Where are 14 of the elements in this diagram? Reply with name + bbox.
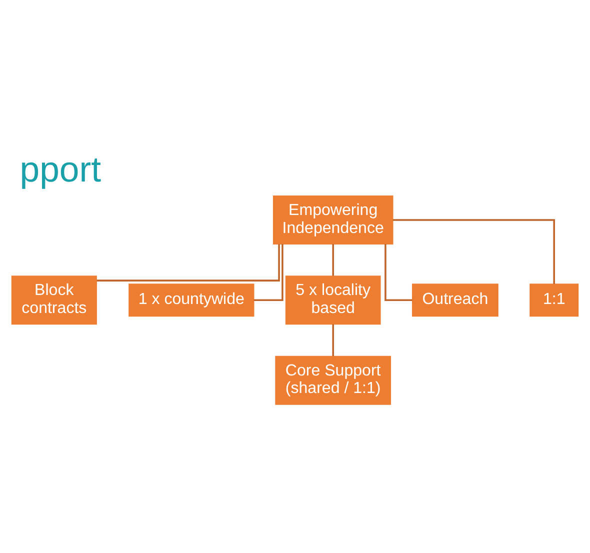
connector — [96, 244, 280, 281]
node-box: Block contracts — [11, 275, 97, 324]
diagram-title: pport — [20, 149, 102, 190]
node-box: 1 x countywide — [128, 283, 254, 316]
connector — [254, 244, 284, 301]
node-box: Empowering Independence — [272, 194, 394, 244]
connector — [332, 324, 334, 356]
node-box: Core Support (shared / 1:1) — [275, 355, 392, 404]
node-box: 1:1 — [530, 283, 579, 316]
node-box: Outreach — [412, 283, 498, 316]
node-box: 5 x locality based — [285, 275, 381, 324]
connector — [392, 218, 555, 284]
connector — [332, 244, 334, 276]
connector — [384, 244, 412, 301]
